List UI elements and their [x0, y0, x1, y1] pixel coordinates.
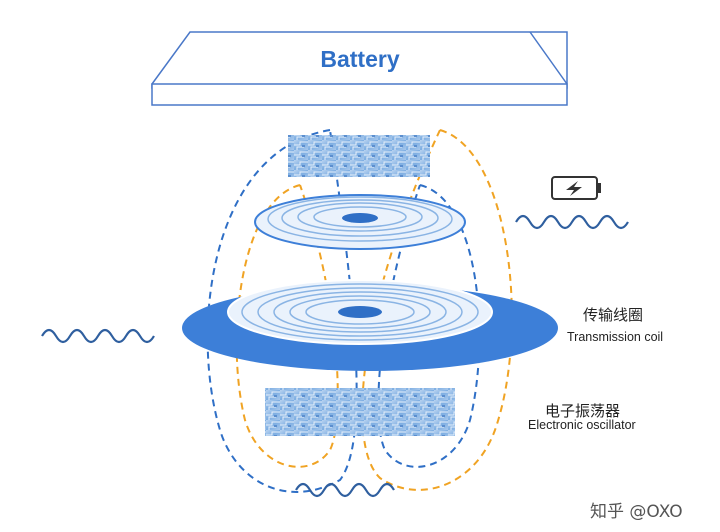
battery-block: Battery: [151, 31, 568, 106]
transmission-coil: [182, 279, 558, 371]
wave-icon-right: [515, 214, 629, 230]
oscillator-label-cn: 电子振荡器: [545, 402, 621, 420]
receiver-coil: [254, 194, 466, 250]
battery-charging-icon: [551, 176, 601, 200]
receiver-circuit-board: [288, 135, 430, 177]
wave-icon-bottom: [295, 482, 395, 498]
battery-label: Battery: [320, 46, 399, 72]
coil-label-cn: 传输线圈: [583, 306, 644, 324]
wave-icon-left: [41, 328, 155, 344]
oscillator-circuit-board: [265, 388, 455, 436]
watermark: 知乎 @OXO: [590, 502, 683, 522]
oscillator-label-en: Electronic oscillator: [528, 418, 636, 432]
coil-label-en: Transmission coil: [567, 330, 664, 344]
